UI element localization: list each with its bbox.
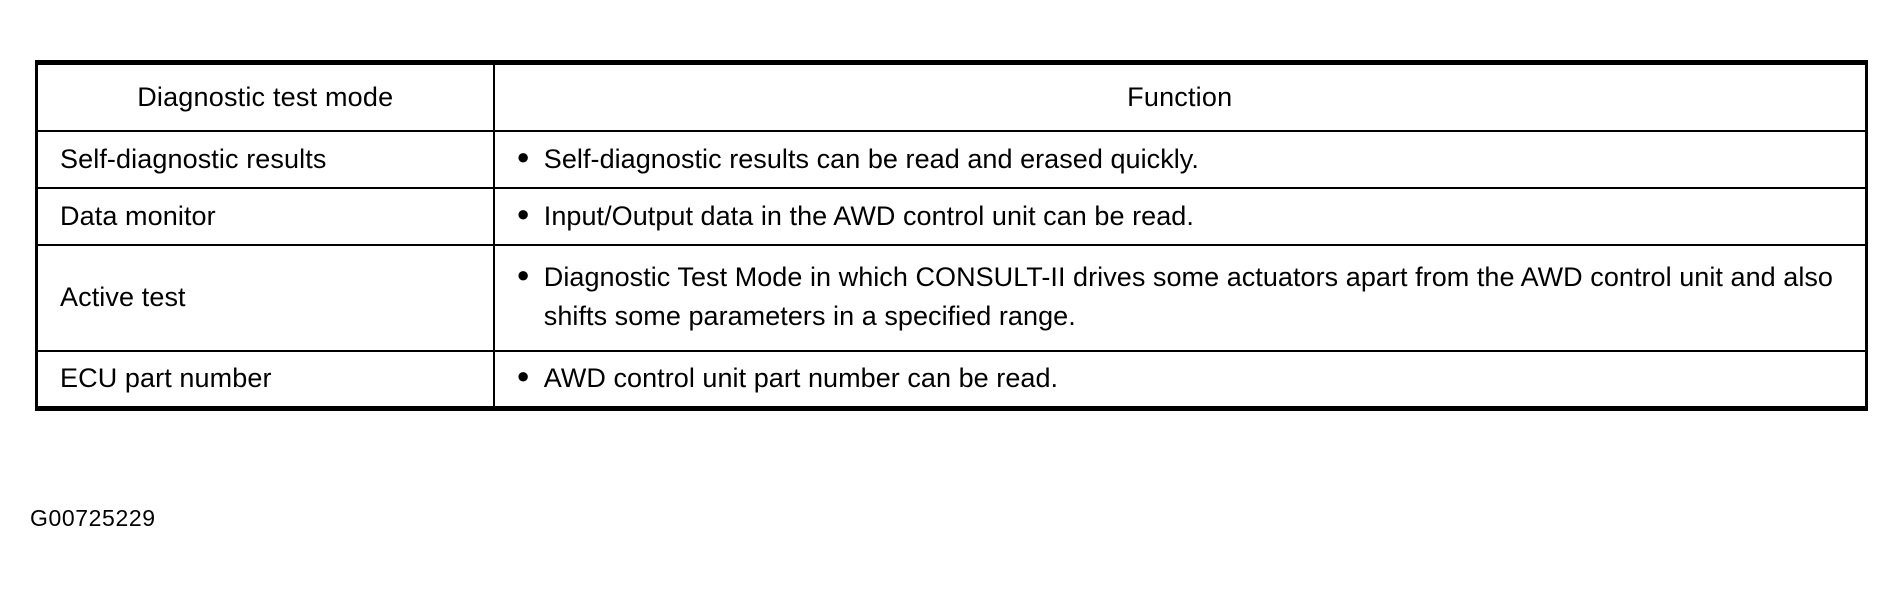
bullet-dot-icon: ● xyxy=(516,200,530,226)
diagnostic-test-mode-table-wrapper: Diagnostic test mode Function Self-diagn… xyxy=(35,60,1868,411)
bullet-list-item: ● Self-diagnostic results can be read an… xyxy=(495,138,1866,181)
bullet-text: Self-diagnostic results can be read and … xyxy=(543,143,1199,174)
mode-label: Data monitor xyxy=(60,200,216,231)
table-row: Data monitor ● Input/Output data in the … xyxy=(36,188,1867,246)
cell-mode-self-diagnostic-results: Self-diagnostic results xyxy=(36,131,495,189)
bullet-text: Diagnostic Test Mode in which CONSULT-II… xyxy=(543,262,1833,332)
bullet-list-item: ● Input/Output data in the AWD control u… xyxy=(495,195,1866,238)
figure-id-label: G00725229 xyxy=(30,505,156,531)
cell-mode-ecu-part-number: ECU part number xyxy=(36,351,495,409)
bullet-dot-icon: ● xyxy=(516,363,530,389)
column-header-function: Function xyxy=(493,62,1867,132)
cell-function-ecu-part-number: ● AWD control unit part number can be re… xyxy=(493,351,1867,409)
mode-label: Self-diagnostic results xyxy=(60,143,327,174)
bullet-list-item: ● AWD control unit part number can be re… xyxy=(495,357,1866,400)
cell-mode-active-test: Active test xyxy=(36,245,495,353)
cell-function-data-monitor: ● Input/Output data in the AWD control u… xyxy=(493,188,1867,246)
table-row: ECU part number ● AWD control unit part … xyxy=(36,351,1867,409)
bullet-list-item: ● Diagnostic Test Mode in which CONSULT-… xyxy=(495,258,1866,336)
bullet-dot-icon: ● xyxy=(516,143,530,169)
cell-function-self-diagnostic-results: ● Self-diagnostic results can be read an… xyxy=(493,131,1867,189)
cell-mode-data-monitor: Data monitor xyxy=(36,188,495,246)
table-row: Active test ● Diagnostic Test Mode in wh… xyxy=(36,245,1867,353)
bullet-text: Input/Output data in the AWD control uni… xyxy=(543,200,1194,231)
cell-function-active-test: ● Diagnostic Test Mode in which CONSULT-… xyxy=(493,245,1867,353)
table-header-row: Diagnostic test mode Function xyxy=(36,62,1867,132)
bullet-text: AWD control unit part number can be read… xyxy=(543,363,1059,394)
bullet-dot-icon: ● xyxy=(516,262,530,287)
column-header-diagnostic-test-mode: Diagnostic test mode xyxy=(36,62,495,132)
table-row: Self-diagnostic results ● Self-diagnosti… xyxy=(36,131,1867,189)
diagnostic-test-mode-table: Diagnostic test mode Function Self-diagn… xyxy=(35,60,1868,411)
mode-label: Active test xyxy=(60,282,186,313)
mode-label: ECU part number xyxy=(60,363,272,394)
